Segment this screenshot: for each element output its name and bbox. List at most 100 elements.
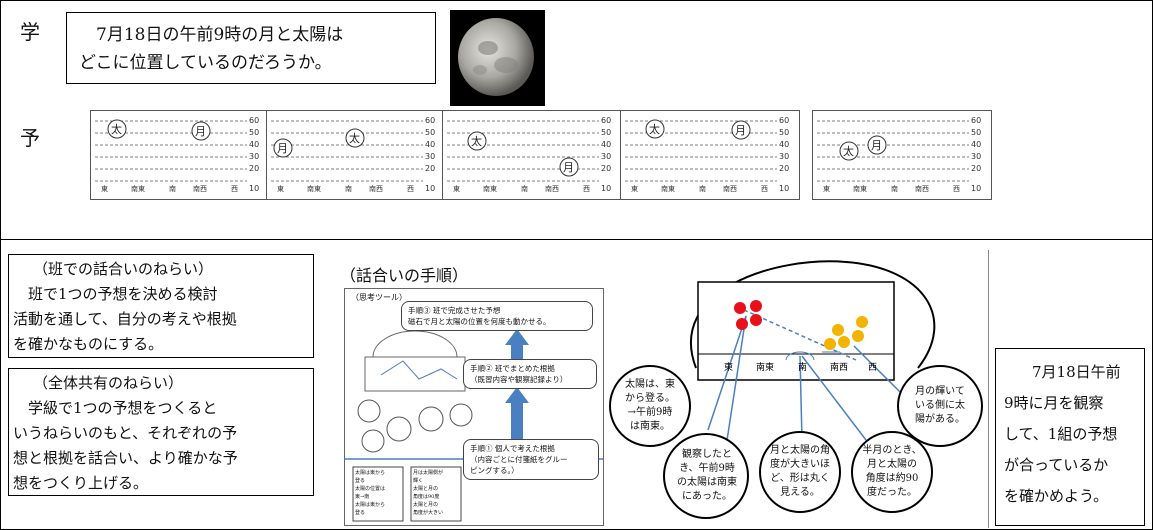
scale-20: 20 xyxy=(249,164,259,173)
sky-c4-l3: 角度は約90 xyxy=(865,473,919,484)
step1-line-3: ピングする。） xyxy=(470,466,519,475)
sky-c2-l2: き、午前9時 xyxy=(679,463,735,474)
svg-text:南: 南 xyxy=(345,184,352,193)
svg-text:30: 30 xyxy=(601,152,611,161)
moon-photo xyxy=(450,10,545,106)
scale-40: 40 xyxy=(249,140,259,149)
svg-text:40: 40 xyxy=(601,140,611,149)
confirm-line-5: を確かめよう。 xyxy=(1004,487,1109,505)
sky-c4-l1: 半月のとき、 xyxy=(862,445,922,456)
aim-class-body: 学級で1つの予想をつくると いうねらいのもと、それぞれの予 想と根拠を話合い、よ… xyxy=(13,396,311,496)
step3-line-2: 磁石で月と太陽の位置を何度も動かせる。 xyxy=(408,317,551,326)
prediction-chart-1: 60 50 40 30 20 10 東南東 南南西西 太 月 xyxy=(95,116,259,193)
svg-text:太: 太 xyxy=(349,132,360,145)
step1-line-1: 手順① 個人で考えた根拠 xyxy=(470,444,555,453)
memo-right-2: 輝く xyxy=(413,478,424,484)
scale-50: 50 xyxy=(249,128,259,137)
svg-text:40: 40 xyxy=(779,140,789,149)
svg-text:南: 南 xyxy=(891,184,898,193)
svg-text:20: 20 xyxy=(425,164,435,173)
svg-text:南西: 南西 xyxy=(915,184,929,193)
svg-text:60: 60 xyxy=(971,116,981,125)
sky-bubble-1: 太陽は、東 から登る。 →午前9時 は南東。 xyxy=(616,378,684,434)
aim-class-line-3: 想と根拠を話合い、より確かな予 xyxy=(13,449,238,467)
sky-dir-se: 南東 xyxy=(756,361,774,373)
label-yo: 予 xyxy=(20,126,40,150)
memo-right-4: 角度は90度 xyxy=(413,494,440,500)
svg-text:60: 60 xyxy=(779,116,789,125)
sky-bubble-5: 月の輝いて いる側に太 陽がある。 xyxy=(904,385,976,427)
aim-class-line-4: 想をつくり上げる。 xyxy=(13,474,149,492)
memo-left-2: 登る xyxy=(355,478,366,484)
sky-c5-l3: 陽がある。 xyxy=(915,414,965,425)
sun-dots xyxy=(734,300,762,330)
sky-c2-l4: にあった。 xyxy=(682,491,732,502)
memo-left-5: 太陽は東から xyxy=(355,502,386,508)
step2-bubble: 手順② 班でまとめた根拠 （既習内容や観察記録より） xyxy=(463,359,597,389)
memo-left-4: 東→南 xyxy=(355,494,370,500)
memo-left-3: 太陽の位置は xyxy=(355,486,386,492)
sky-bubble-4: 半月のとき、 月と太陽の 角度は約90 度だった。 xyxy=(856,444,928,500)
section-divider xyxy=(0,239,1153,240)
svg-text:20: 20 xyxy=(971,164,981,173)
svg-text:太: 太 xyxy=(471,135,482,148)
prediction-card-1: 60 50 40 30 20 10 東南東 南南西西 太 月 xyxy=(90,110,270,200)
sky-c3-l4: 見える。 xyxy=(780,487,820,498)
svg-text:東: 東 xyxy=(823,184,830,193)
aim-group-body: 班で1つの予想を決める検討 活動を通して、自分の考えや根拠 を確かなものにする。 xyxy=(13,282,311,357)
svg-text:太: 太 xyxy=(843,145,854,158)
svg-text:南東: 南東 xyxy=(131,184,145,193)
sky-c3-l2: 度が大きいほ xyxy=(770,459,830,470)
aim-class-title: （全体共有のねらい） xyxy=(33,374,184,392)
arrow-up-icon xyxy=(505,329,529,359)
svg-text:南西: 南西 xyxy=(545,184,559,193)
question-box: 7月18日の午前9時の月と太陽は どこに位置しているのだろうか。 xyxy=(66,12,436,84)
svg-text:月: 月 xyxy=(735,124,746,137)
svg-text:西: 西 xyxy=(953,185,960,193)
step1-bubble: 手順① 個人で考えた根拠 （内容ごとに付箋紙をグルー ピングする。） xyxy=(463,439,599,480)
svg-text:10: 10 xyxy=(971,184,981,193)
sky-bubble-2: 観察したと き、午前9時 の太陽は南東 にあった。 xyxy=(670,448,744,504)
confirm-line-2: 9時に月を観察 xyxy=(1004,394,1104,412)
svg-text:10: 10 xyxy=(425,184,435,193)
aim-group-title: （班での話合いのねらい） xyxy=(33,260,214,278)
svg-text:月: 月 xyxy=(871,139,882,152)
sun-marker: 太 xyxy=(111,123,122,136)
moon-marker: 月 xyxy=(195,125,206,138)
svg-text:40: 40 xyxy=(971,140,981,149)
memo-left-1: 太陽は東から xyxy=(355,470,386,476)
moon-dots xyxy=(824,316,868,350)
svg-text:南東: 南東 xyxy=(853,184,867,193)
aim-class-line-2: いうねらいのもと、それぞれの予 xyxy=(13,424,238,442)
sky-dir-w: 西 xyxy=(868,362,877,373)
confirm-box: 7月18日午前 9時に月を観察 して、1組の予想 が合っているか を確かめよう。 xyxy=(995,348,1145,526)
svg-text:南東: 南東 xyxy=(483,184,497,193)
svg-text:西: 西 xyxy=(583,185,590,193)
sky-c5-l1: 月の輝いて xyxy=(915,386,965,397)
svg-text:南東: 南東 xyxy=(307,184,321,193)
svg-text:30: 30 xyxy=(971,152,981,161)
confirm-text: 7月18日午前 9時に月を観察 して、1組の予想 が合っているか を確かめよう。 xyxy=(1004,357,1121,512)
sky-dir-s: 南 xyxy=(798,361,807,373)
aim-group-line-2: 活動を通して、自分の考えや根拠 xyxy=(13,310,237,328)
svg-text:南東: 南東 xyxy=(661,184,675,193)
aim-class-box: （全体共有のねらい） 学級で1つの予想をつくると いうねらいのもと、それぞれの予… xyxy=(8,368,314,496)
aim-group-line-1: 班で1つの予想を決める検討 xyxy=(28,285,218,303)
prediction-chart-3: 6050 4030 2010 東南東 南南西西 太 月 xyxy=(447,116,611,193)
confirm-line-4: が合っているか xyxy=(1004,456,1109,474)
memo-right-3: 太陽と月の xyxy=(413,486,439,492)
aim-group-line-3: を確かなものにする。 xyxy=(13,335,164,353)
scale-30: 30 xyxy=(249,152,259,161)
step1-line-2: （内容ごとに付箋紙をグルー xyxy=(470,455,568,464)
svg-text:月: 月 xyxy=(563,161,574,174)
memo-right-5: 太陽と月の xyxy=(413,502,439,508)
question-text: 7月18日の午前9時の月と太陽は どこに位置しているのだろうか。 xyxy=(79,21,343,77)
sky-c5-l2: いる側に太 xyxy=(915,400,965,411)
svg-text:西: 西 xyxy=(761,185,768,193)
svg-text:50: 50 xyxy=(971,128,981,137)
svg-text:30: 30 xyxy=(779,152,789,161)
aim-class-line-1: 学級で1つの予想をつくると xyxy=(28,399,218,417)
prediction-chart-2: 6050 4030 2010 東南東 南南西西 月 太 xyxy=(271,116,435,193)
prediction-card-5: 60 50 40 30 20 10 東 南東 南 南西 西 太 月 xyxy=(812,110,992,200)
